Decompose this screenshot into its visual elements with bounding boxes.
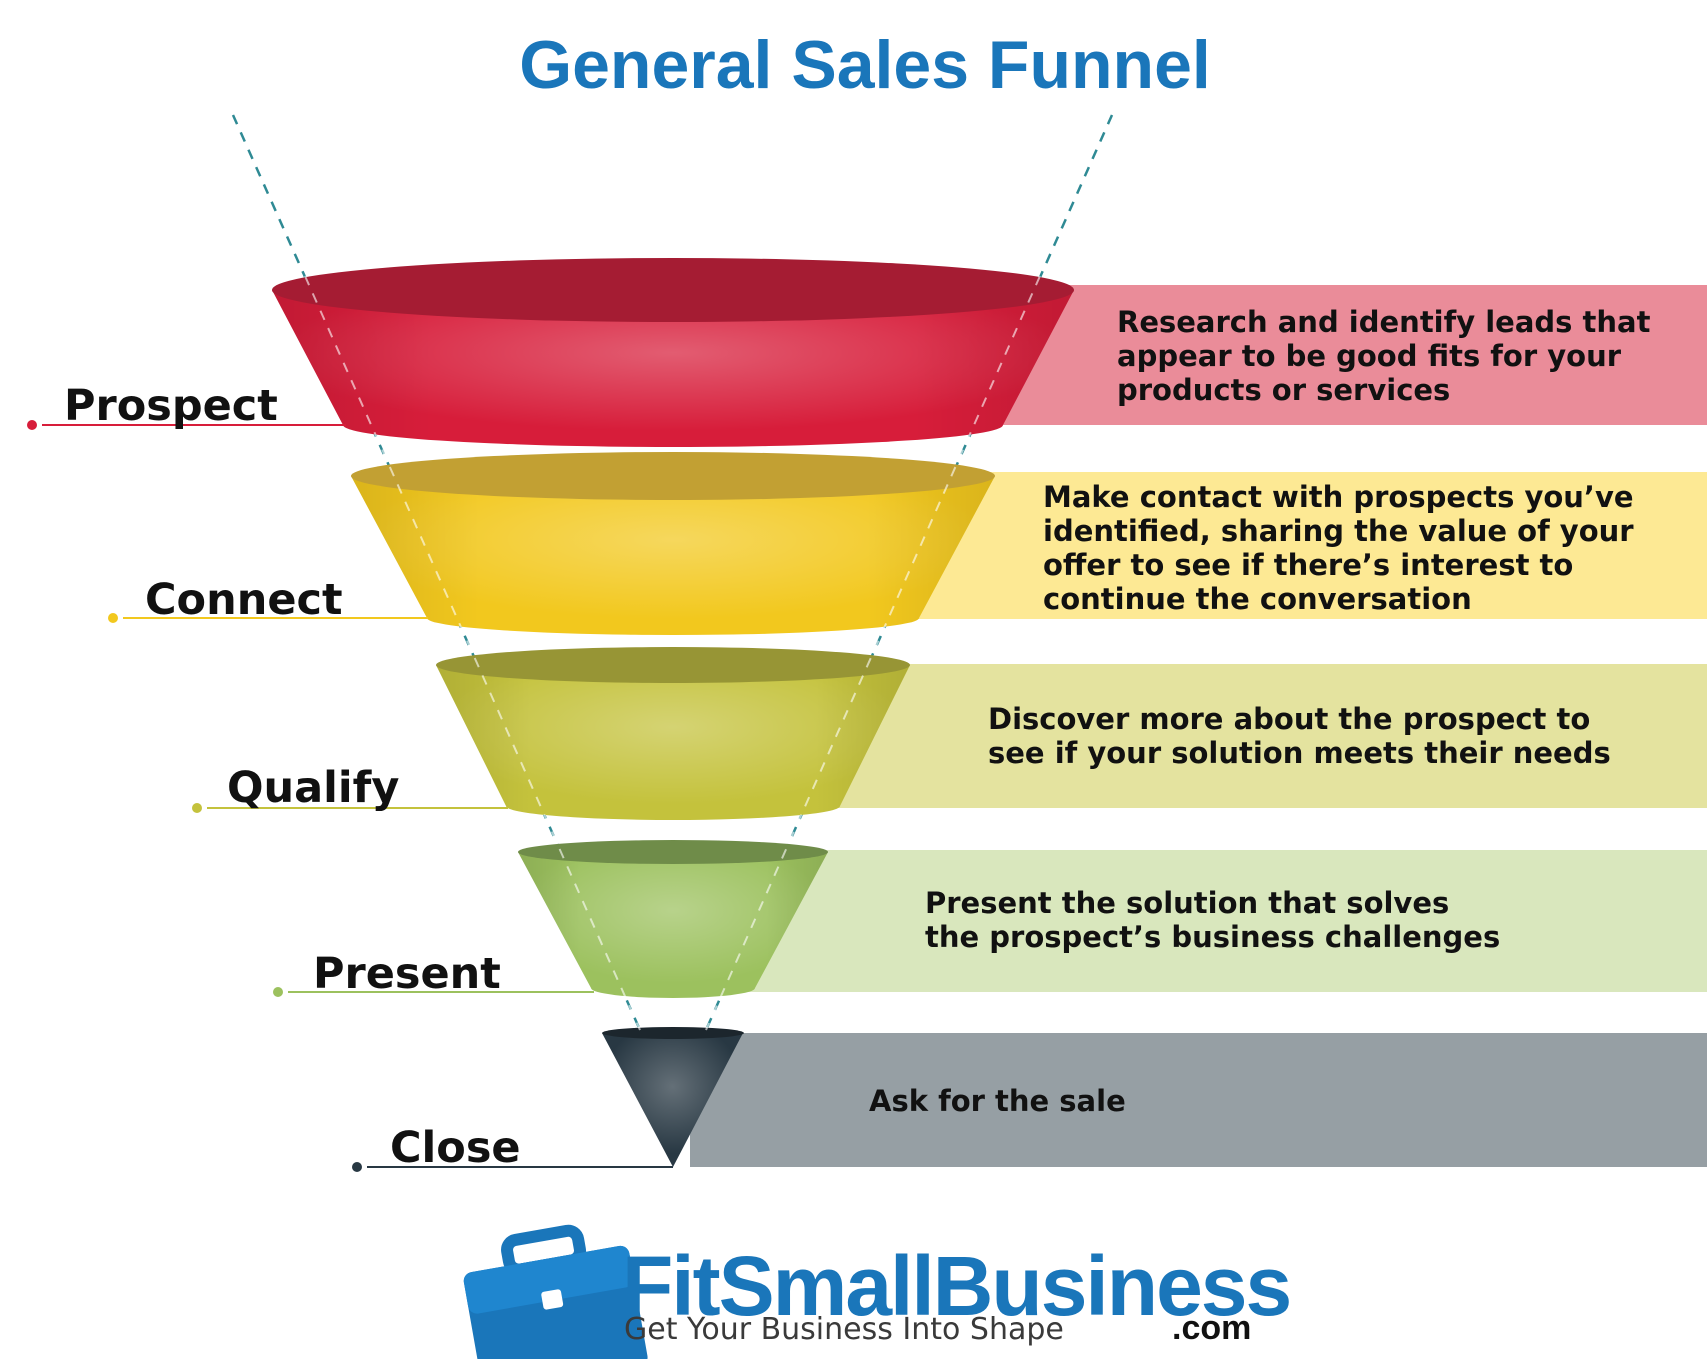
- description-connect-line-1: Make contact with prospects you’ve: [1043, 480, 1634, 514]
- leader-dot-qualify: [192, 803, 202, 813]
- funnel-segment-close: [602, 1027, 744, 1167]
- description-connect-line-4: continue the conversation: [1043, 582, 1472, 616]
- description-connect: Make contact with prospects you’ve ident…: [1043, 480, 1644, 616]
- funnel-shine-close: [602, 1033, 743, 1167]
- guide-lines-front: [304, 275, 1041, 1031]
- stage-label-qualify: Qualify: [192, 763, 508, 813]
- band-connect: [850, 472, 1707, 619]
- label-prospect: Prospect: [64, 381, 278, 431]
- funnel-segment-present: [518, 840, 828, 998]
- funnel-edge-present: [518, 852, 828, 998]
- funnel-rim-qualify: [436, 647, 910, 683]
- label-connect: Connect: [145, 575, 343, 625]
- description-present: Present the solution that solves the pro…: [925, 886, 1500, 954]
- briefcase-flap: [463, 1245, 634, 1314]
- leader-dot-present: [273, 987, 283, 997]
- funnel-segment-qualify: [436, 647, 910, 820]
- leader-dot-connect: [108, 613, 118, 623]
- stage-label-present: Present: [273, 949, 594, 999]
- band-present: [740, 850, 1707, 992]
- description-prospect: Research and identify leads that appear …: [1117, 305, 1661, 407]
- label-qualify: Qualify: [227, 763, 399, 813]
- band-close: [690, 1033, 1707, 1167]
- guide-line-right-front: [705, 275, 1041, 1031]
- stage-label-connect: Connect: [108, 575, 428, 625]
- leader-dot-close: [352, 1162, 362, 1172]
- description-qualify-line-2: see if your solution meets their needs: [988, 736, 1611, 770]
- brand-logo: FitSmallBusiness Get Your Business Into …: [463, 1224, 1292, 1359]
- description-qualify: Discover more about the prospect to see …: [988, 702, 1611, 770]
- label-close: Close: [390, 1123, 521, 1173]
- description-connect-line-2: identified, sharing the value of your: [1043, 514, 1634, 548]
- briefcase-clasp: [541, 1289, 564, 1310]
- logo-tagline: Get Your Business Into Shape: [624, 1312, 1064, 1347]
- briefcase-icon: [463, 1224, 648, 1359]
- stage-label-prospect: Prospect: [27, 381, 346, 431]
- band-qualify: [800, 664, 1707, 808]
- description-qualify-line-1: Discover more about the prospect to: [988, 702, 1590, 736]
- description-present-line-2: the prospect’s business challenges: [925, 920, 1500, 954]
- description-prospect-line-1: Research and identify leads that: [1117, 305, 1651, 339]
- logo-brand-name: FitSmallBusiness: [622, 1239, 1290, 1333]
- funnel-rim-present: [518, 840, 828, 864]
- description-bands: [690, 285, 1707, 1167]
- leader-dot-prospect: [27, 420, 37, 430]
- page-title: General Sales Funnel: [519, 27, 1211, 103]
- funnel-rim-connect: [351, 452, 995, 500]
- funnel-rim-prospect: [272, 258, 1074, 322]
- funnel-edge-qualify: [436, 665, 910, 820]
- funnel-segment-connect: [351, 452, 995, 635]
- description-close: Ask for the sale: [869, 1084, 1126, 1118]
- funnel-edge-connect: [351, 476, 995, 635]
- funnel-segment-prospect: [272, 258, 1074, 447]
- guide-line-left-front: [304, 275, 641, 1031]
- funnel-rim-close: [602, 1027, 744, 1039]
- label-present: Present: [313, 949, 501, 999]
- description-close-line-1: Ask for the sale: [869, 1084, 1126, 1118]
- description-present-line-1: Present the solution that solves: [925, 886, 1449, 920]
- funnel-edge-prospect: [272, 290, 1074, 447]
- description-prospect-line-3: products or services: [1117, 373, 1450, 407]
- description-connect-line-3: offer to see if there’s interest to: [1043, 548, 1573, 582]
- description-prospect-line-2: appear to be good fits for your: [1117, 339, 1622, 373]
- stage-label-close: Close: [352, 1123, 673, 1173]
- logo-domain-suffix: .com: [1172, 1309, 1251, 1347]
